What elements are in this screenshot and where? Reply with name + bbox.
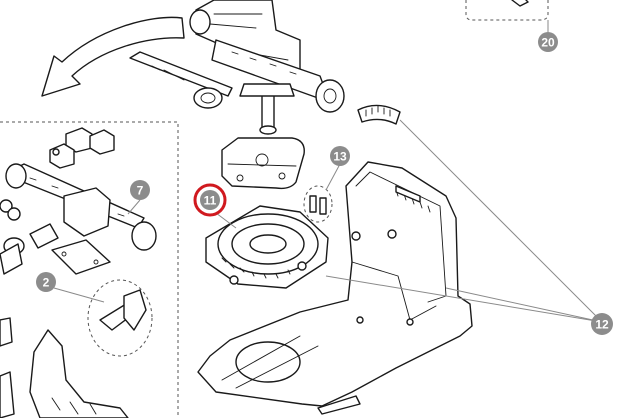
screws-13 [303, 185, 333, 223]
rotating-stage [205, 205, 329, 289]
callout-2-badge [36, 272, 56, 292]
callout-12-badge [591, 313, 613, 335]
callout-12-label: 12 [595, 318, 609, 332]
callout-7-label: 7 [137, 184, 144, 198]
left-rack-assembly [0, 127, 157, 418]
slide-plate [221, 137, 305, 190]
callout-7-badge [130, 180, 150, 200]
callout-2-label: 2 [43, 276, 50, 290]
callout-2: 2 [36, 272, 56, 292]
callout-13-label: 13 [333, 150, 347, 164]
callout-11-label: 11 [204, 194, 217, 208]
callout-11-badge [200, 190, 220, 210]
callout-12: 12 [591, 313, 613, 335]
curved-arrow [41, 16, 185, 97]
callout-13: 13 [330, 146, 350, 166]
leader-lines [53, 20, 603, 323]
callout-20-label: 20 [541, 36, 555, 50]
scale-segment [357, 104, 401, 125]
callout-7: 7 [130, 180, 150, 200]
callout-20-badge [538, 32, 558, 52]
callout-11: 11 [193, 183, 227, 217]
callout-13-badge [330, 146, 350, 166]
stage-clip-assembly [129, 0, 345, 135]
detail-box-20 [465, 0, 549, 21]
stand-base [197, 161, 473, 415]
callout-20: 20 [538, 32, 558, 52]
